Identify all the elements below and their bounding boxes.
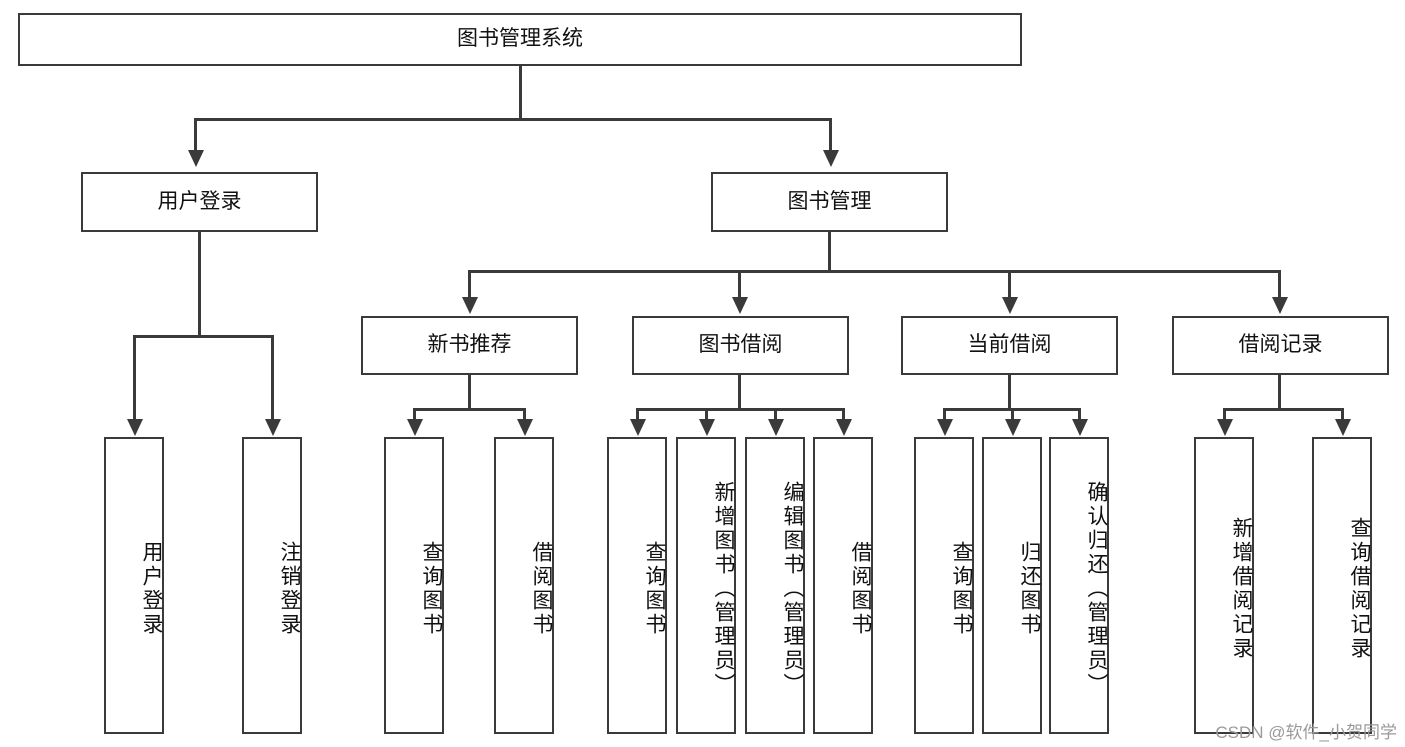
connector-borrow-records-bus <box>1223 408 1343 411</box>
leaf-current-borrow-confirm-return-admin[interactable]: 确认归还（管理员） <box>1049 437 1109 734</box>
leaf-book-borrow-borrow-book[interactable]: 借阅图书 <box>813 437 873 734</box>
connector-user-login-leaf-1 <box>133 335 136 420</box>
connector-bb-leaf-3 <box>774 408 777 420</box>
connector-book-borrow-stem <box>738 375 741 408</box>
leaf-new-book-query-book[interactable]: 查询图书 <box>384 437 444 734</box>
arrowhead-icon-user-login-leaf-1 <box>127 419 143 436</box>
leaf-book-borrow-edit-book-admin[interactable]: 编辑图书（管理员） <box>745 437 805 734</box>
connector-to-new-book-recommend <box>468 270 471 298</box>
arrowhead-icon-root-to-user-login <box>188 150 204 167</box>
connector-current-borrow-stem <box>1008 375 1011 408</box>
connector-nbr-leaf-1 <box>413 408 416 420</box>
node-user-login[interactable]: 用户登录 <box>81 172 318 232</box>
node-current-borrow[interactable]: 当前借阅 <box>901 316 1118 375</box>
connector-br-leaf-1 <box>1223 408 1226 420</box>
node-new-book-recommend[interactable]: 新书推荐 <box>361 316 578 375</box>
connector-cb-leaf-1 <box>943 408 946 420</box>
arrowhead-icon-nbr-leaf-1 <box>407 419 423 436</box>
connector-new-book-recommend-stem <box>468 375 471 408</box>
arrowhead-icon-br-leaf-2 <box>1335 419 1351 436</box>
node-book-management[interactable]: 图书管理 <box>711 172 948 232</box>
connector-book-manage-bus <box>468 270 1280 273</box>
arrowhead-icon-to-new-book-recommend <box>462 297 478 314</box>
connector-cb-leaf-2 <box>1011 408 1014 420</box>
connector-root-to-user-login <box>194 118 197 151</box>
arrowhead-icon-bb-leaf-1 <box>630 419 646 436</box>
node-book-borrow[interactable]: 图书借阅 <box>632 316 849 375</box>
connector-to-book-borrow <box>738 270 741 298</box>
connector-nbr-leaf-2 <box>523 408 526 420</box>
connector-root-stem <box>519 66 522 118</box>
leaf-book-borrow-add-book-admin[interactable]: 新增图书（管理员） <box>676 437 736 734</box>
connector-bb-leaf-1 <box>636 408 639 420</box>
leaf-borrow-records-query-record[interactable]: 查询借阅记录 <box>1312 437 1372 734</box>
arrowhead-icon-bb-leaf-4 <box>836 419 852 436</box>
arrowhead-icon-bb-leaf-2 <box>699 419 715 436</box>
arrowhead-icon-to-book-borrow <box>732 297 748 314</box>
csdn-watermark: CSDN @软件_小贺同学 <box>1215 723 1397 742</box>
connector-root-bus <box>194 118 832 121</box>
arrowhead-icon-nbr-leaf-2 <box>517 419 533 436</box>
leaf-current-borrow-return-book[interactable]: 归还图书 <box>982 437 1042 734</box>
connector-book-manage-stem <box>828 232 831 272</box>
connector-borrow-records-stem <box>1278 375 1281 408</box>
connector-user-login-leaf-2 <box>271 335 274 420</box>
connector-to-borrow-records <box>1278 270 1281 298</box>
arrowhead-icon-root-to-book-manage <box>823 150 839 167</box>
connector-br-leaf-2 <box>1341 408 1344 420</box>
leaf-current-borrow-query-book[interactable]: 查询图书 <box>914 437 974 734</box>
arrowhead-icon-cb-leaf-1 <box>937 419 953 436</box>
leaf-book-borrow-query-book[interactable]: 查询图书 <box>607 437 667 734</box>
leaf-user-login-logout[interactable]: 注销登录 <box>242 437 302 734</box>
connector-to-current-borrow <box>1008 270 1011 298</box>
arrowhead-icon-to-borrow-records <box>1272 297 1288 314</box>
arrowhead-icon-cb-leaf-2 <box>1005 419 1021 436</box>
leaf-borrow-records-add-record[interactable]: 新增借阅记录 <box>1194 437 1254 734</box>
arrowhead-icon-to-current-borrow <box>1002 297 1018 314</box>
arrowhead-icon-user-login-leaf-2 <box>265 419 281 436</box>
arrowhead-icon-bb-leaf-3 <box>768 419 784 436</box>
connector-root-to-book-manage <box>829 118 832 151</box>
node-root-system[interactable]: 图书管理系统 <box>18 13 1022 66</box>
connector-bb-leaf-4 <box>842 408 845 420</box>
connector-user-login-bus <box>133 335 271 338</box>
connector-user-login-stem <box>198 232 201 335</box>
leaf-new-book-borrow-book[interactable]: 借阅图书 <box>494 437 554 734</box>
connector-book-borrow-bus <box>636 408 844 411</box>
connector-new-book-recommend-bus <box>413 408 525 411</box>
node-borrow-records[interactable]: 借阅记录 <box>1172 316 1389 375</box>
connector-bb-leaf-2 <box>705 408 708 420</box>
leaf-user-login-login[interactable]: 用户登录 <box>104 437 164 734</box>
connector-cb-leaf-3 <box>1078 408 1081 420</box>
arrowhead-icon-br-leaf-1 <box>1217 419 1233 436</box>
arrowhead-icon-cb-leaf-3 <box>1072 419 1088 436</box>
